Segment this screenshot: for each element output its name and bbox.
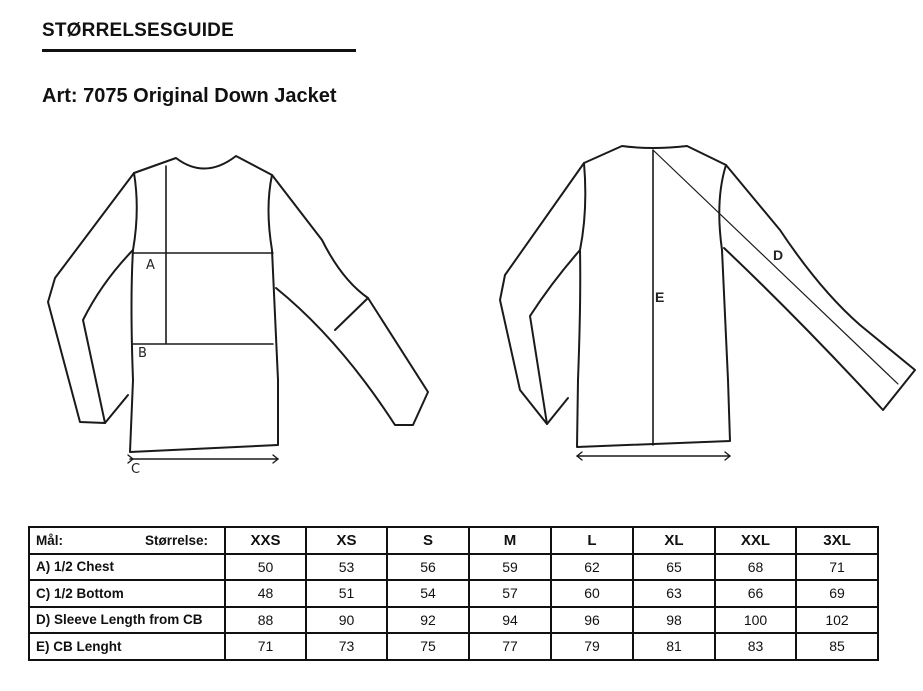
table-header-row: Mål: Størrelse: XXS XS S M L XL XXL 3XL xyxy=(28,526,879,555)
row-label: E) CB Lenght xyxy=(28,632,226,661)
table-row: A) 1/2 Chest 50 53 56 59 62 65 68 71 xyxy=(28,552,879,581)
table-cell: 66 xyxy=(714,579,797,608)
size-header: XS xyxy=(305,526,388,555)
article-name: Art: 7075 Original Down Jacket xyxy=(42,85,337,107)
label-a: A xyxy=(146,258,155,273)
table-cell: 79 xyxy=(550,632,634,661)
jacket-diagram: A B C D E xyxy=(47,145,916,477)
table-cell: 83 xyxy=(714,632,797,661)
header-measure-cell: Mål: Størrelse: xyxy=(28,526,226,555)
table-cell: 98 xyxy=(632,605,716,634)
table-row: C) 1/2 Bottom 48 51 54 57 60 63 66 69 xyxy=(28,579,879,608)
page-title: STØRRELSESGUIDE xyxy=(42,20,234,41)
size-header: L xyxy=(550,526,634,555)
front-cuff-right xyxy=(334,297,369,331)
size-header: 3XL xyxy=(795,526,879,555)
table-cell: 75 xyxy=(386,632,470,661)
table-cell: 102 xyxy=(795,605,879,634)
row-label: A) 1/2 Chest xyxy=(28,552,226,581)
size-header: XXS xyxy=(224,526,307,555)
table-cell: 57 xyxy=(468,579,552,608)
size-header: S xyxy=(386,526,470,555)
label-c: C xyxy=(131,462,140,477)
table-cell: 65 xyxy=(632,552,716,581)
table-cell: 54 xyxy=(386,579,470,608)
table-cell: 96 xyxy=(550,605,634,634)
title-underline xyxy=(42,49,356,52)
table-cell: 63 xyxy=(632,579,716,608)
label-e: E xyxy=(655,289,664,305)
table-cell: 71 xyxy=(795,552,879,581)
table-cell: 60 xyxy=(550,579,634,608)
table-cell: 81 xyxy=(632,632,716,661)
table-cell: 50 xyxy=(224,552,307,581)
measure-line-d xyxy=(652,149,899,385)
table-row: D) Sleeve Length from CB 88 90 92 94 96 … xyxy=(28,605,879,634)
table-cell: 59 xyxy=(468,552,552,581)
label-d: D xyxy=(773,247,783,263)
table-cell: 56 xyxy=(386,552,470,581)
front-left-sleeve xyxy=(47,172,135,424)
size-header: XXL xyxy=(714,526,797,555)
table-cell: 53 xyxy=(305,552,388,581)
table-cell: 90 xyxy=(305,605,388,634)
table-cell: 100 xyxy=(714,605,797,634)
table-cell: 85 xyxy=(795,632,879,661)
table-cell: 92 xyxy=(386,605,470,634)
table-cell: 73 xyxy=(305,632,388,661)
table-cell: 68 xyxy=(714,552,797,581)
back-right-sleeve xyxy=(723,164,916,411)
table-cell: 88 xyxy=(224,605,307,634)
size-header: XL xyxy=(632,526,716,555)
row-label: D) Sleeve Length from CB xyxy=(28,605,226,634)
label-b: B xyxy=(138,346,147,361)
size-table: Mål: Størrelse: XXS XS S M L XL XXL 3XL … xyxy=(28,526,879,661)
header-measure: Mål: xyxy=(36,532,63,548)
table-cell: 51 xyxy=(305,579,388,608)
row-label: C) 1/2 Bottom xyxy=(28,579,226,608)
back-left-sleeve xyxy=(499,162,585,425)
back-left-sleeve-inner xyxy=(529,249,581,425)
table-cell: 62 xyxy=(550,552,634,581)
table-row: E) CB Lenght 71 73 75 77 79 81 83 85 xyxy=(28,632,879,661)
table-cell: 94 xyxy=(468,605,552,634)
size-header: M xyxy=(468,526,552,555)
table-cell: 48 xyxy=(224,579,307,608)
table-cell: 69 xyxy=(795,579,879,608)
header-size: Størrelse: xyxy=(144,532,208,548)
table-cell: 77 xyxy=(468,632,552,661)
front-jacket-outline xyxy=(129,155,279,453)
table-cell: 71 xyxy=(224,632,307,661)
front-right-sleeve xyxy=(271,174,429,426)
front-left-sleeve-inner xyxy=(82,249,134,424)
